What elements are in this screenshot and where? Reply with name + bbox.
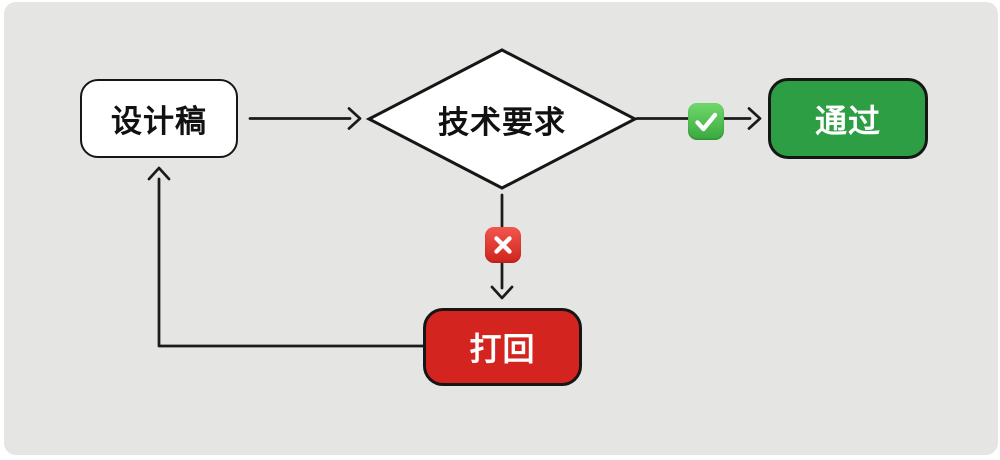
node-design-label: 设计稿 <box>111 104 207 139</box>
arrowhead-right-icon <box>347 107 362 130</box>
check-icon <box>688 103 724 140</box>
arrowhead-down-icon <box>490 285 514 300</box>
node-pass-label: 通过 <box>814 102 881 139</box>
node-design: 设计稿 <box>80 79 238 158</box>
node-reject: 打回 <box>423 308 582 386</box>
edge-reject-to-design <box>157 177 425 348</box>
decision-diamond <box>365 48 639 190</box>
arrowhead-right-icon <box>747 107 762 130</box>
arrowhead-up-icon <box>147 166 171 181</box>
node-reject-label: 打回 <box>469 331 536 367</box>
cross-icon <box>485 227 521 263</box>
node-pass: 通过 <box>768 78 928 159</box>
